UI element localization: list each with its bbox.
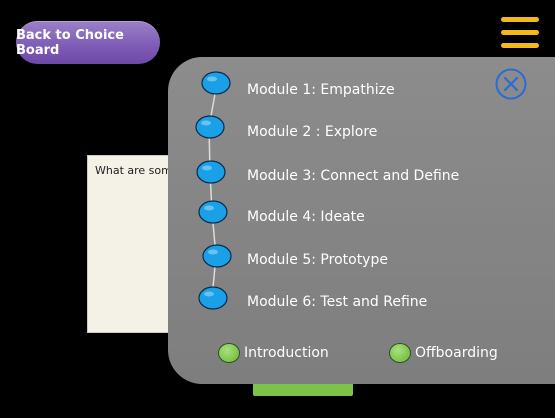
introduction-link[interactable]: Introduction: [218, 341, 329, 365]
introduction-label: Introduction: [244, 345, 329, 361]
introduction-dot-icon: [218, 343, 240, 363]
module-5-link[interactable]: Module 5: Prototype: [243, 249, 388, 271]
module-6-node-icon[interactable]: [198, 286, 228, 310]
menu-line: [501, 17, 539, 22]
module-2-label: Module 2 : Explore: [247, 124, 378, 140]
module-3-node-icon[interactable]: [196, 160, 226, 184]
back-button-label: Back to Choice Board: [16, 27, 124, 58]
offboarding-label: Offboarding: [415, 345, 498, 361]
module-1-label: Module 1: Empathize: [247, 82, 395, 98]
module-1-node-icon[interactable]: [201, 71, 231, 95]
offboarding-dot-icon: [389, 343, 411, 363]
module-5-label: Module 5: Prototype: [247, 252, 388, 268]
module-menu-panel: [168, 57, 555, 384]
menu-line: [501, 30, 539, 35]
menu-line: [501, 43, 539, 48]
module-3-label: Module 3: Connect and Define: [247, 168, 460, 184]
hamburger-menu-icon[interactable]: [501, 16, 539, 50]
module-6-link[interactable]: Module 6: Test and Refine: [243, 291, 427, 313]
module-4-node-icon[interactable]: [198, 200, 228, 224]
module-2-link[interactable]: Module 2 : Explore: [243, 121, 377, 143]
module-4-label: Module 4: Ideate: [247, 209, 365, 225]
module-1-link[interactable]: Module 1: Empathize: [243, 79, 395, 101]
module-2-node-icon[interactable]: [195, 115, 225, 139]
back-to-choice-board-button[interactable]: Back to Choice Board: [16, 21, 160, 64]
module-3-link[interactable]: Module 3: Connect and Define: [243, 165, 459, 187]
module-6-label: Module 6: Test and Refine: [247, 294, 428, 310]
question-text: What are som: [95, 164, 172, 177]
close-icon[interactable]: [495, 68, 527, 100]
module-5-node-icon[interactable]: [202, 244, 232, 268]
module-4-link[interactable]: Module 4: Ideate: [243, 206, 365, 228]
offboarding-link[interactable]: Offboarding: [389, 341, 498, 365]
